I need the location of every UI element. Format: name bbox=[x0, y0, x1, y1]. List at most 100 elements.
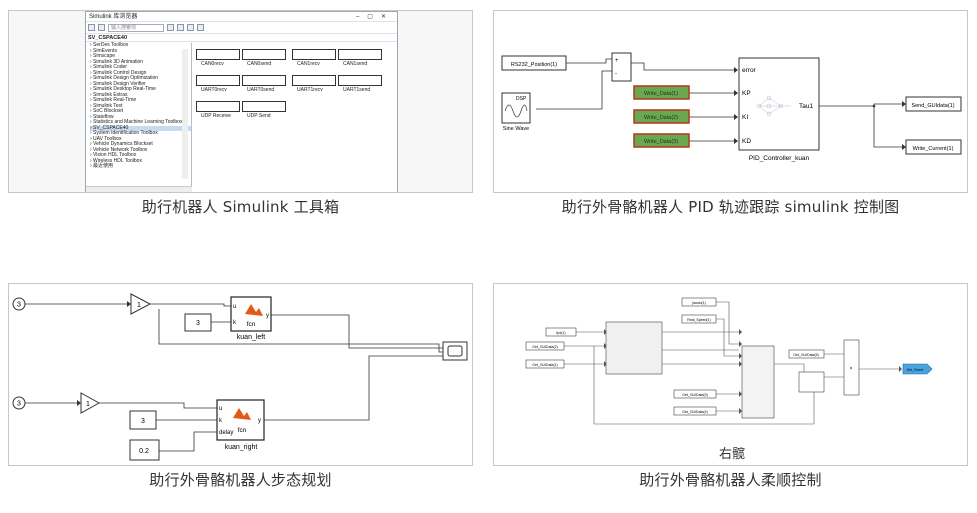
forward-icon[interactable] bbox=[98, 24, 105, 31]
k-const-right-label: 3 bbox=[141, 418, 145, 425]
sum-block[interactable] bbox=[611, 52, 632, 82]
tree-item[interactable]: › Simulink Desktop Real-Time bbox=[90, 86, 156, 92]
tree-item[interactable]: › Simscape bbox=[90, 53, 116, 59]
library-block-label: UART1recv bbox=[297, 87, 323, 93]
back-icon[interactable] bbox=[88, 24, 95, 31]
pid-subsystem-block[interactable] bbox=[741, 345, 775, 419]
delay-const-label: 0.2 bbox=[139, 448, 149, 455]
write-data-block[interactable] bbox=[633, 85, 690, 100]
product-block[interactable] bbox=[843, 339, 860, 396]
goto-tag[interactable] bbox=[902, 363, 933, 375]
caption-pid: 助行外骨骼机器人 PID 轨迹跟踪 simulink 控制图 bbox=[561, 198, 900, 216]
tree-item[interactable]: › Statistics and Machine Learning Toolbo… bbox=[90, 119, 183, 125]
library-block[interactable] bbox=[292, 49, 336, 60]
search-icon[interactable] bbox=[167, 24, 174, 31]
k-const-left-label: 3 bbox=[196, 320, 200, 327]
tree-item[interactable]: › 最近使用 bbox=[90, 163, 114, 169]
help-icon[interactable] bbox=[197, 24, 204, 31]
matlab-icon bbox=[233, 408, 251, 420]
tree-item[interactable]: › Simulink Real-Time bbox=[90, 97, 137, 103]
tree-item[interactable]: › Vision HDL Toolbox bbox=[90, 152, 137, 158]
library-block[interactable] bbox=[196, 101, 240, 112]
library-block[interactable] bbox=[196, 75, 240, 86]
window-title: Simulink 库浏览器 bbox=[89, 14, 138, 20]
sine-wave-block[interactable] bbox=[501, 92, 531, 124]
input-port-left-label: 3 bbox=[17, 302, 21, 309]
library-block-label: CAN0send bbox=[247, 61, 272, 67]
tree-item[interactable]: › SerDes Toolbox bbox=[90, 42, 129, 48]
fcn-label: fcn bbox=[247, 321, 256, 328]
input-block-5[interactable] bbox=[788, 349, 825, 359]
svg-text:×: × bbox=[850, 366, 853, 372]
input-port-left[interactable] bbox=[12, 297, 26, 311]
library-block[interactable] bbox=[196, 49, 240, 60]
send-gui-block[interactable] bbox=[905, 96, 962, 112]
write-data-block[interactable] bbox=[633, 109, 690, 124]
new-model-icon[interactable] bbox=[177, 24, 184, 31]
port-u: u bbox=[219, 406, 222, 412]
tree-item[interactable]: › Simulink Test bbox=[90, 102, 123, 109]
tree-item[interactable]: › Simulink 3D Animation bbox=[90, 58, 144, 65]
library-block[interactable] bbox=[242, 101, 286, 112]
library-block[interactable] bbox=[338, 49, 382, 60]
input-port-right[interactable] bbox=[12, 396, 26, 410]
tree-item[interactable]: › Simulink Design Verifier bbox=[90, 80, 146, 87]
tree-item[interactable]: › Vehicle Network Toolbox bbox=[90, 146, 148, 153]
matlab-icon bbox=[245, 304, 263, 316]
k-const-right[interactable] bbox=[129, 410, 157, 430]
input-block-2[interactable] bbox=[525, 359, 565, 369]
tree-item[interactable]: › Vehicle Dynamics Blockset bbox=[90, 141, 153, 147]
rs232-block[interactable] bbox=[501, 55, 567, 71]
k-const-left[interactable] bbox=[184, 313, 212, 332]
jiaodu-label: jiaodu(1) bbox=[691, 301, 706, 305]
pin-icon[interactable] bbox=[187, 24, 194, 31]
gain-right-label: 1 bbox=[86, 401, 90, 408]
tree-item[interactable]: › SimEvents bbox=[90, 47, 117, 54]
tree-item[interactable]: › Simulink Control Design bbox=[90, 69, 147, 76]
gain-right[interactable] bbox=[80, 392, 101, 414]
search-input[interactable]: 输入搜索项 bbox=[108, 23, 164, 32]
tree-item[interactable]: › Simulink Coder bbox=[90, 64, 127, 70]
tree-item[interactable]: › Simulink Extras bbox=[90, 91, 128, 98]
jiaodu-block[interactable] bbox=[681, 297, 717, 307]
library-block[interactable] bbox=[242, 49, 286, 60]
tree-item[interactable]: › SoC Blockset bbox=[90, 108, 124, 114]
window-controls[interactable]: –▢✕ bbox=[355, 14, 394, 20]
library-block[interactable] bbox=[338, 75, 382, 86]
delay-const[interactable] bbox=[129, 439, 160, 461]
input-block-1[interactable] bbox=[525, 341, 565, 351]
real-speed-block[interactable] bbox=[681, 314, 717, 324]
gait-diagram: 3 1 3 u k fcn y kuan_left 3 1 3 0.2 u k … bbox=[12, 293, 468, 461]
tree-item[interactable]: › System Identification Toolbox bbox=[90, 130, 158, 136]
library-tree[interactable]: › SerDes Toolbox› SimEvents› Simscape› S… bbox=[86, 42, 192, 186]
tree-item[interactable]: › UAV Toolbox bbox=[90, 135, 122, 142]
port-ki: KI bbox=[742, 114, 748, 121]
gain-left[interactable] bbox=[130, 293, 152, 315]
mux-block[interactable] bbox=[798, 371, 825, 393]
library-block[interactable] bbox=[242, 75, 286, 86]
window-titlebar: Simulink 库浏览器 –▢✕ bbox=[86, 12, 397, 22]
svg-text:-: - bbox=[615, 71, 617, 77]
vertical-scrollbar[interactable] bbox=[182, 49, 188, 179]
library-block-label: UART0recv bbox=[201, 87, 227, 93]
tree-item[interactable]: › Stateflow bbox=[90, 113, 114, 120]
kuan-right-block[interactable] bbox=[216, 399, 265, 441]
port-y: y bbox=[266, 313, 269, 319]
horizontal-scrollbar[interactable] bbox=[86, 186, 192, 192]
input-block-4[interactable] bbox=[673, 406, 717, 416]
tree-item[interactable]: › Simulink Design Optimization bbox=[90, 75, 159, 81]
tree-item[interactable]: › SV_CSPACE40 bbox=[90, 125, 191, 131]
gain-top-block[interactable] bbox=[545, 327, 577, 337]
scope-icon bbox=[447, 345, 463, 357]
subsystem-block[interactable] bbox=[605, 321, 663, 375]
library-block[interactable] bbox=[292, 75, 336, 86]
input-block-3[interactable] bbox=[673, 389, 717, 399]
rs232-label: RS232_Position(1) bbox=[511, 62, 557, 68]
library-path: SV_CSPACE40 bbox=[86, 34, 397, 42]
compliant-diagram: fpd(1) Get_GUIData(2) Get_GUIData(1) jia… bbox=[525, 297, 933, 462]
gain-top-label: fpd(1) bbox=[556, 331, 565, 335]
pid-controller-block[interactable] bbox=[738, 57, 820, 151]
tree-item[interactable]: › Wireless HDL Toolbox bbox=[90, 157, 142, 164]
write-current-block[interactable] bbox=[905, 139, 962, 155]
write-data-block[interactable] bbox=[633, 133, 690, 148]
